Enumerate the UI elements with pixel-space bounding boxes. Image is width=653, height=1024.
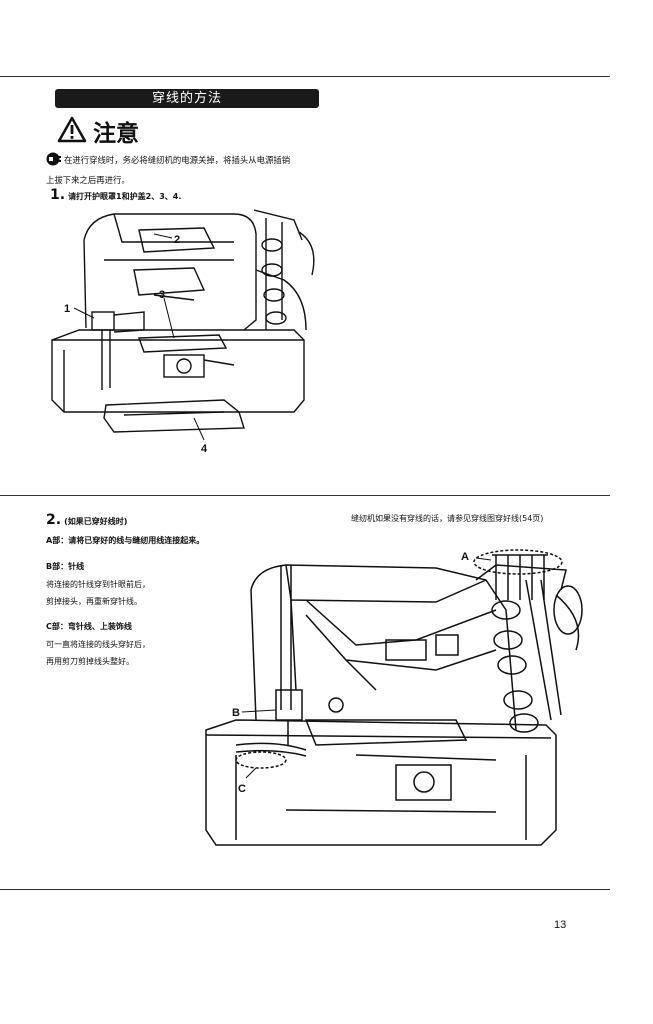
part-c-title: C部：弯针线、上装饰线	[46, 622, 132, 631]
figure1-label-4: 4	[201, 443, 208, 455]
step2-text: (如果已穿好线时)	[64, 517, 128, 526]
figure2-label-b: B	[232, 707, 240, 719]
part-b-title: B部：针线	[46, 562, 85, 571]
figure1-label-1: 1	[64, 303, 70, 315]
part-c-line2: 再用剪刀剪掉线头整好。	[46, 657, 134, 666]
power-plug-icon	[46, 152, 62, 172]
caution-note: 在进行穿线时，务必将缝纫机的电源关掉，将插头从电源插销 上拔下来之后再进行。	[46, 152, 331, 189]
step2-right-note: 缝纫机如果没有穿线的话，请参见穿线图穿好线(54页)	[351, 514, 544, 523]
step2-heading: 2. (如果已穿好线时)	[46, 512, 127, 528]
step2-number: 2.	[46, 512, 62, 528]
caution-note-line2: 上拔下来之后再进行。	[46, 175, 130, 185]
bottom-rule	[0, 889, 610, 890]
middle-rule	[0, 495, 610, 496]
part-c-line1: 可一直将连接的线头穿好后，	[46, 640, 150, 649]
warning-triangle-icon	[57, 116, 87, 147]
step1-heading: 1. 请打开护眼罩1和护盖2、3、4.	[50, 187, 181, 203]
section-title: 穿线的方法	[55, 89, 319, 108]
figure2-label-c: C	[238, 783, 246, 795]
figure1-label-2: 2	[174, 234, 180, 246]
page-number: 13	[554, 919, 567, 931]
part-b-line2: 剪掉接头，再重新穿针线。	[46, 597, 142, 606]
step1-number: 1.	[50, 187, 66, 203]
figure1-label-3: 3	[159, 289, 165, 301]
figure-open-covers: 1 2 3 4	[44, 200, 334, 464]
caution-note-line1: 在进行穿线时，务必将缝纫机的电源关掉，将插头从电源插销	[64, 155, 291, 165]
figure-threading: A B C	[196, 540, 586, 889]
step1-text: 请打开护眼罩1和护盖2、3、4.	[68, 192, 182, 201]
top-rule	[0, 76, 610, 77]
part-b-line1: 将连接的针线穿到针眼前后，	[46, 580, 150, 589]
part-a-text: A部：请将已穿好的线与缝纫用线连接起来。	[46, 536, 205, 545]
caution-label: 注意	[93, 121, 139, 147]
caution-heading: 注意	[57, 116, 139, 147]
figure2-label-a: A	[461, 551, 469, 563]
